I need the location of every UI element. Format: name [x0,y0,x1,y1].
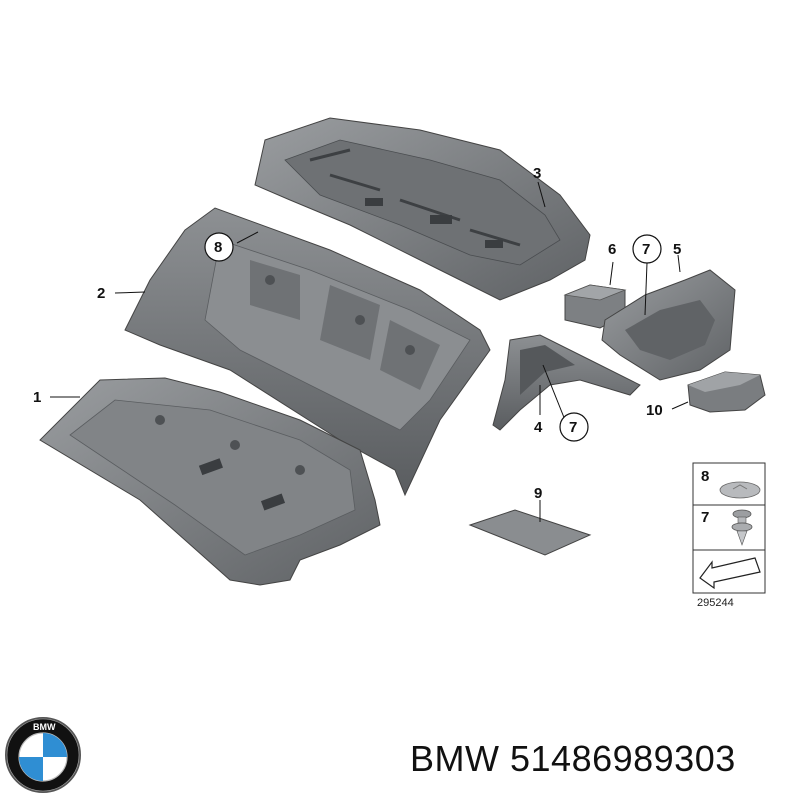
part-9-insulation-mat [468,509,592,556]
callout-9: 9 [534,485,542,502]
caption-part-number: 51486989303 [510,738,736,779]
callout-6: 6 [608,241,616,258]
callout-7a: 7 [642,241,650,258]
callout-1: 1 [33,389,41,406]
clip-7-icon [731,509,753,546]
legend-item-8: 8 [701,468,709,485]
callout-2: 2 [97,285,105,302]
callout-7-circle-a: 7 [632,234,662,264]
fastener-legend: 8 7 295244 [692,462,766,609]
caption-brand: BMW [410,738,500,779]
logo-text: BMW [33,722,56,732]
callout-7b: 7 [569,419,577,436]
callout-3: 3 [533,165,541,182]
legend-item-7: 7 [701,509,709,526]
part-3-rear-shelf-insulation [254,117,591,301]
part-2-rear-panel-insulation [124,207,491,497]
part-10-insulation-pad [687,371,766,413]
callout-10: 10 [646,402,663,419]
leader-lines [50,181,689,522]
arrow-pointer-icon [699,557,761,590]
bmw-logo-icon: BMW [5,717,81,793]
callout-5: 5 [673,241,681,258]
part-4-wheel-arch-insulation [492,334,641,431]
part-1-floor-insulation [39,377,381,586]
part-caption: BMW 51486989303 [410,738,790,788]
callout-8-circle: 8 [204,232,234,262]
diagram-reference-number: 295244 [697,597,734,609]
part-5-side-insulation [601,269,736,381]
callout-7-circle-b: 7 [559,412,589,442]
callout-8: 8 [214,239,222,256]
clip-8-icon [719,481,761,499]
callout-4: 4 [534,419,543,436]
